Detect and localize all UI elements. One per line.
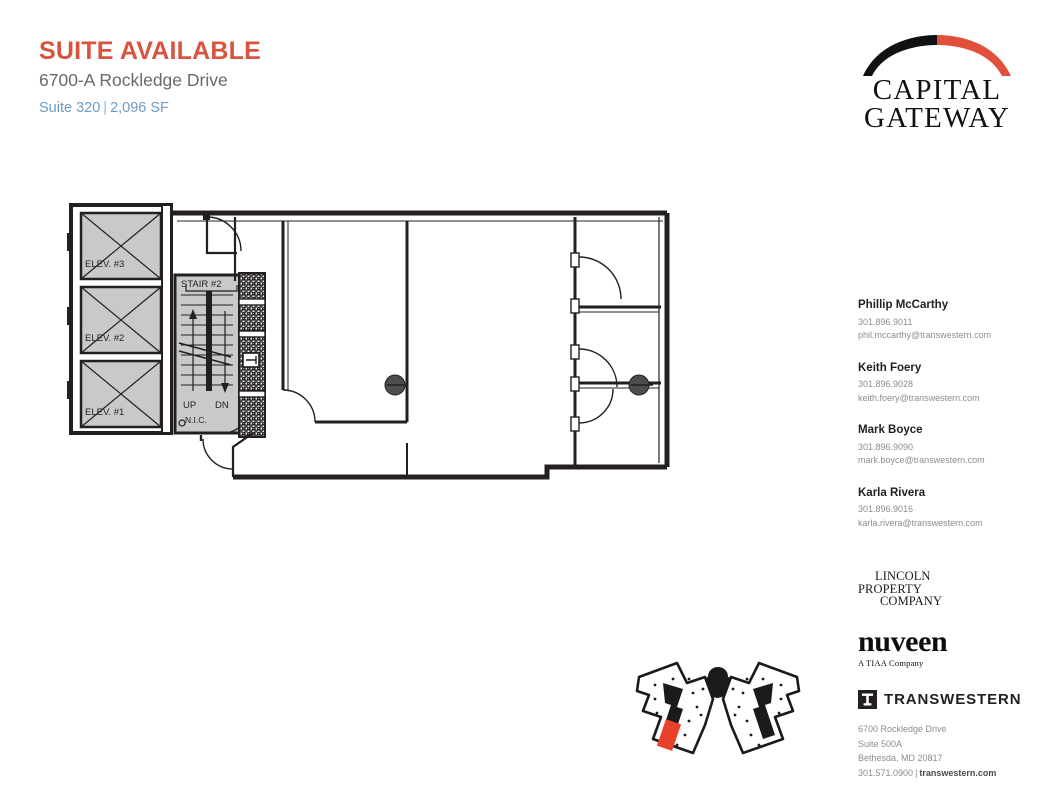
lincoln-line2: PROPERTY (858, 581, 922, 596)
key-plan-diagram (635, 661, 801, 755)
lincoln-property-company-logo: LINCOLN PROPERTY COMPANY (858, 570, 978, 608)
floor-plan-drawing: ELEV. #3 ELEV. #2 ELEV. #1 STAIR #2 UP D… (67, 203, 670, 480)
key-plan (617, 655, 817, 765)
capital-gateway-line1: CAPITAL (872, 74, 1002, 106)
address-contact-line: 301.571.0900|transwestern.com (858, 766, 1033, 781)
contact-email[interactable]: mark.boyce@transwestern.com (858, 455, 985, 466)
capital-gateway-arch-icon (863, 35, 1011, 76)
contact-name: Keith Foery (858, 361, 922, 374)
address-separator: | (915, 767, 918, 778)
transwestern-logo: TRANSWESTERN (858, 690, 1033, 709)
contact-email[interactable]: karla.rivera@transwestern.com (858, 517, 983, 528)
stair-label: STAIR #2 (181, 279, 221, 290)
address-line-3: Bethesda, MD 20817 (858, 753, 943, 764)
suite-shell (171, 210, 670, 480)
stair-down-label: DN (215, 400, 229, 411)
contact-card: Mark Boyce 301.896.9090 mark.boyce@trans… (858, 423, 1023, 468)
key-plan-wing-left (635, 661, 715, 755)
office-website[interactable]: transwestern.com (919, 767, 997, 778)
columns (384, 374, 653, 396)
nuveen-tagline: A TIAA Company (858, 658, 924, 668)
elevator-cab-1 (79, 359, 163, 429)
transwestern-wordmark: TRANSWESTERN (884, 691, 1022, 708)
elevator-cab-2 (79, 285, 163, 355)
header-block: SUITE AVAILABLE 6700-A Rockledge Drive S… (39, 38, 459, 117)
contact-name: Karla Rivera (858, 486, 926, 499)
property-address: 6700-A Rockledge Drive (39, 70, 228, 91)
suite-meta: Suite 320|2,096 SF (39, 100, 459, 117)
stair-up-label: UP (183, 400, 196, 411)
contact-card: Keith Foery 301.896.9028 keith.foery@tra… (858, 361, 1023, 406)
contact-card: Karla Rivera 301.896.9016 karla.rivera@t… (858, 486, 1023, 531)
lincoln-line3: COMPANY (880, 594, 943, 608)
contact-phone[interactable]: 301.896.9011 (858, 316, 913, 327)
interior-partitions (281, 221, 409, 477)
page-title: SUITE AVAILABLE (39, 37, 261, 65)
contact-name: Mark Boyce (858, 424, 923, 437)
partner-logo-stack: LINCOLN PROPERTY COMPANY nuveen A TIAA C… (858, 570, 1033, 780)
office-phone[interactable]: 301.571.0900 (858, 767, 914, 778)
suite-number: Suite 320 (39, 100, 101, 117)
elevator-cab-3 (79, 211, 163, 281)
capital-gateway-logo: CAPITAL GATEWAY (857, 33, 1017, 133)
floor-plan: ELEV. #3 ELEV. #2 ELEV. #1 STAIR #2 UP D… (55, 195, 695, 505)
key-plan-suite-highlight (656, 719, 682, 751)
shaft-wall (238, 272, 266, 438)
contact-card: Phillip McCarthy 301.896.9011 phil.mccar… (858, 298, 1023, 343)
contact-email[interactable]: phil.mccarthy@transwestern.com (858, 330, 992, 341)
address-line-1: 6700 Rockledge Drive (858, 724, 947, 734)
suite-entry (203, 215, 242, 281)
capital-gateway-line2: GATEWAY (864, 101, 1010, 134)
suite-area: 2,096 SF (110, 100, 169, 117)
contact-phone[interactable]: 301.896.9090 (858, 441, 914, 452)
core-exit-door (199, 435, 234, 470)
elevator-core (67, 203, 173, 435)
office-address: 6700 Rockledge Drive Suite 500A Bethesda… (858, 722, 1033, 780)
elevator-label-2: ELEV. #2 (85, 333, 124, 344)
suite-meta-divider: | (103, 100, 108, 117)
contact-list: Phillip McCarthy 301.896.9011 phil.mccar… (858, 298, 1023, 548)
contact-name: Phillip McCarthy (858, 299, 949, 311)
elevator-label-3: ELEV. #3 (85, 259, 124, 270)
nuveen-wordmark: nuveen (858, 624, 948, 658)
contact-email[interactable]: keith.foery@transwestern.com (858, 392, 980, 403)
contact-phone[interactable]: 301.896.9028 (858, 379, 914, 390)
elevator-label-1: ELEV. #1 (85, 407, 124, 418)
address-line-2: Suite 500A (858, 738, 903, 749)
lincoln-line1: LINCOLN (875, 569, 931, 583)
nuveen-logo: nuveen A TIAA Company (858, 624, 1033, 668)
nic-label: N.I.C. (185, 415, 207, 425)
transwestern-mark-icon (858, 690, 877, 709)
right-offices (570, 217, 661, 467)
contact-phone[interactable]: 301.896.9016 (858, 504, 914, 515)
key-plan-wing-right (721, 661, 801, 755)
